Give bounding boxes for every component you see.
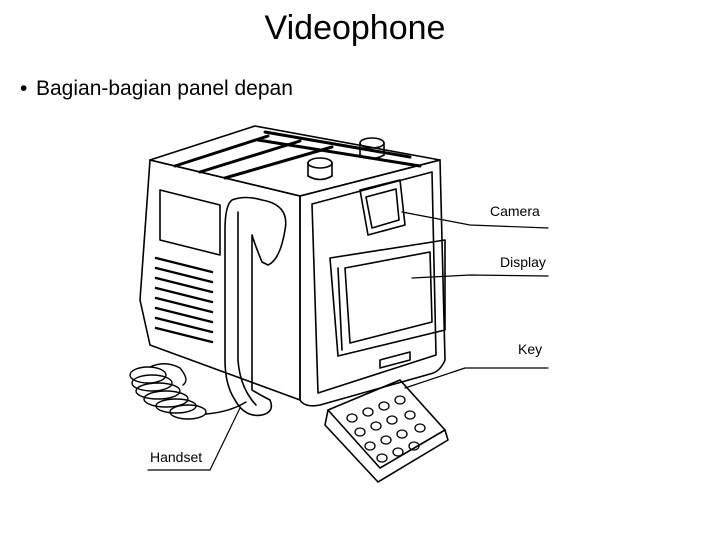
knob-right — [359, 137, 385, 160]
front-panel — [299, 159, 446, 407]
key-buttons — [346, 395, 426, 463]
display-screen — [329, 239, 446, 357]
keypad-tray — [324, 379, 449, 483]
coiled-cord — [129, 363, 247, 420]
display-leader — [411, 274, 549, 279]
camera-leader — [401, 211, 549, 229]
camera-window — [359, 179, 406, 236]
bullet-item: • Bagian-bagian panel depan — [20, 76, 293, 102]
display-slot — [379, 351, 411, 369]
label-camera: Camera — [490, 203, 540, 219]
bullet-text: Bagian-bagian panel depan — [36, 77, 293, 100]
handset-leader — [147, 407, 241, 471]
knob-left — [307, 157, 333, 181]
bullet-dot: • — [20, 77, 28, 100]
label-handset: Handset — [150, 449, 202, 465]
slide-title: Videophone — [264, 9, 446, 47]
top-panel — [149, 125, 441, 197]
key-leader — [404, 367, 549, 389]
handset — [224, 196, 287, 417]
label-display: Display — [500, 254, 546, 270]
label-key: Key — [518, 341, 542, 357]
callout-lines — [147, 211, 549, 471]
